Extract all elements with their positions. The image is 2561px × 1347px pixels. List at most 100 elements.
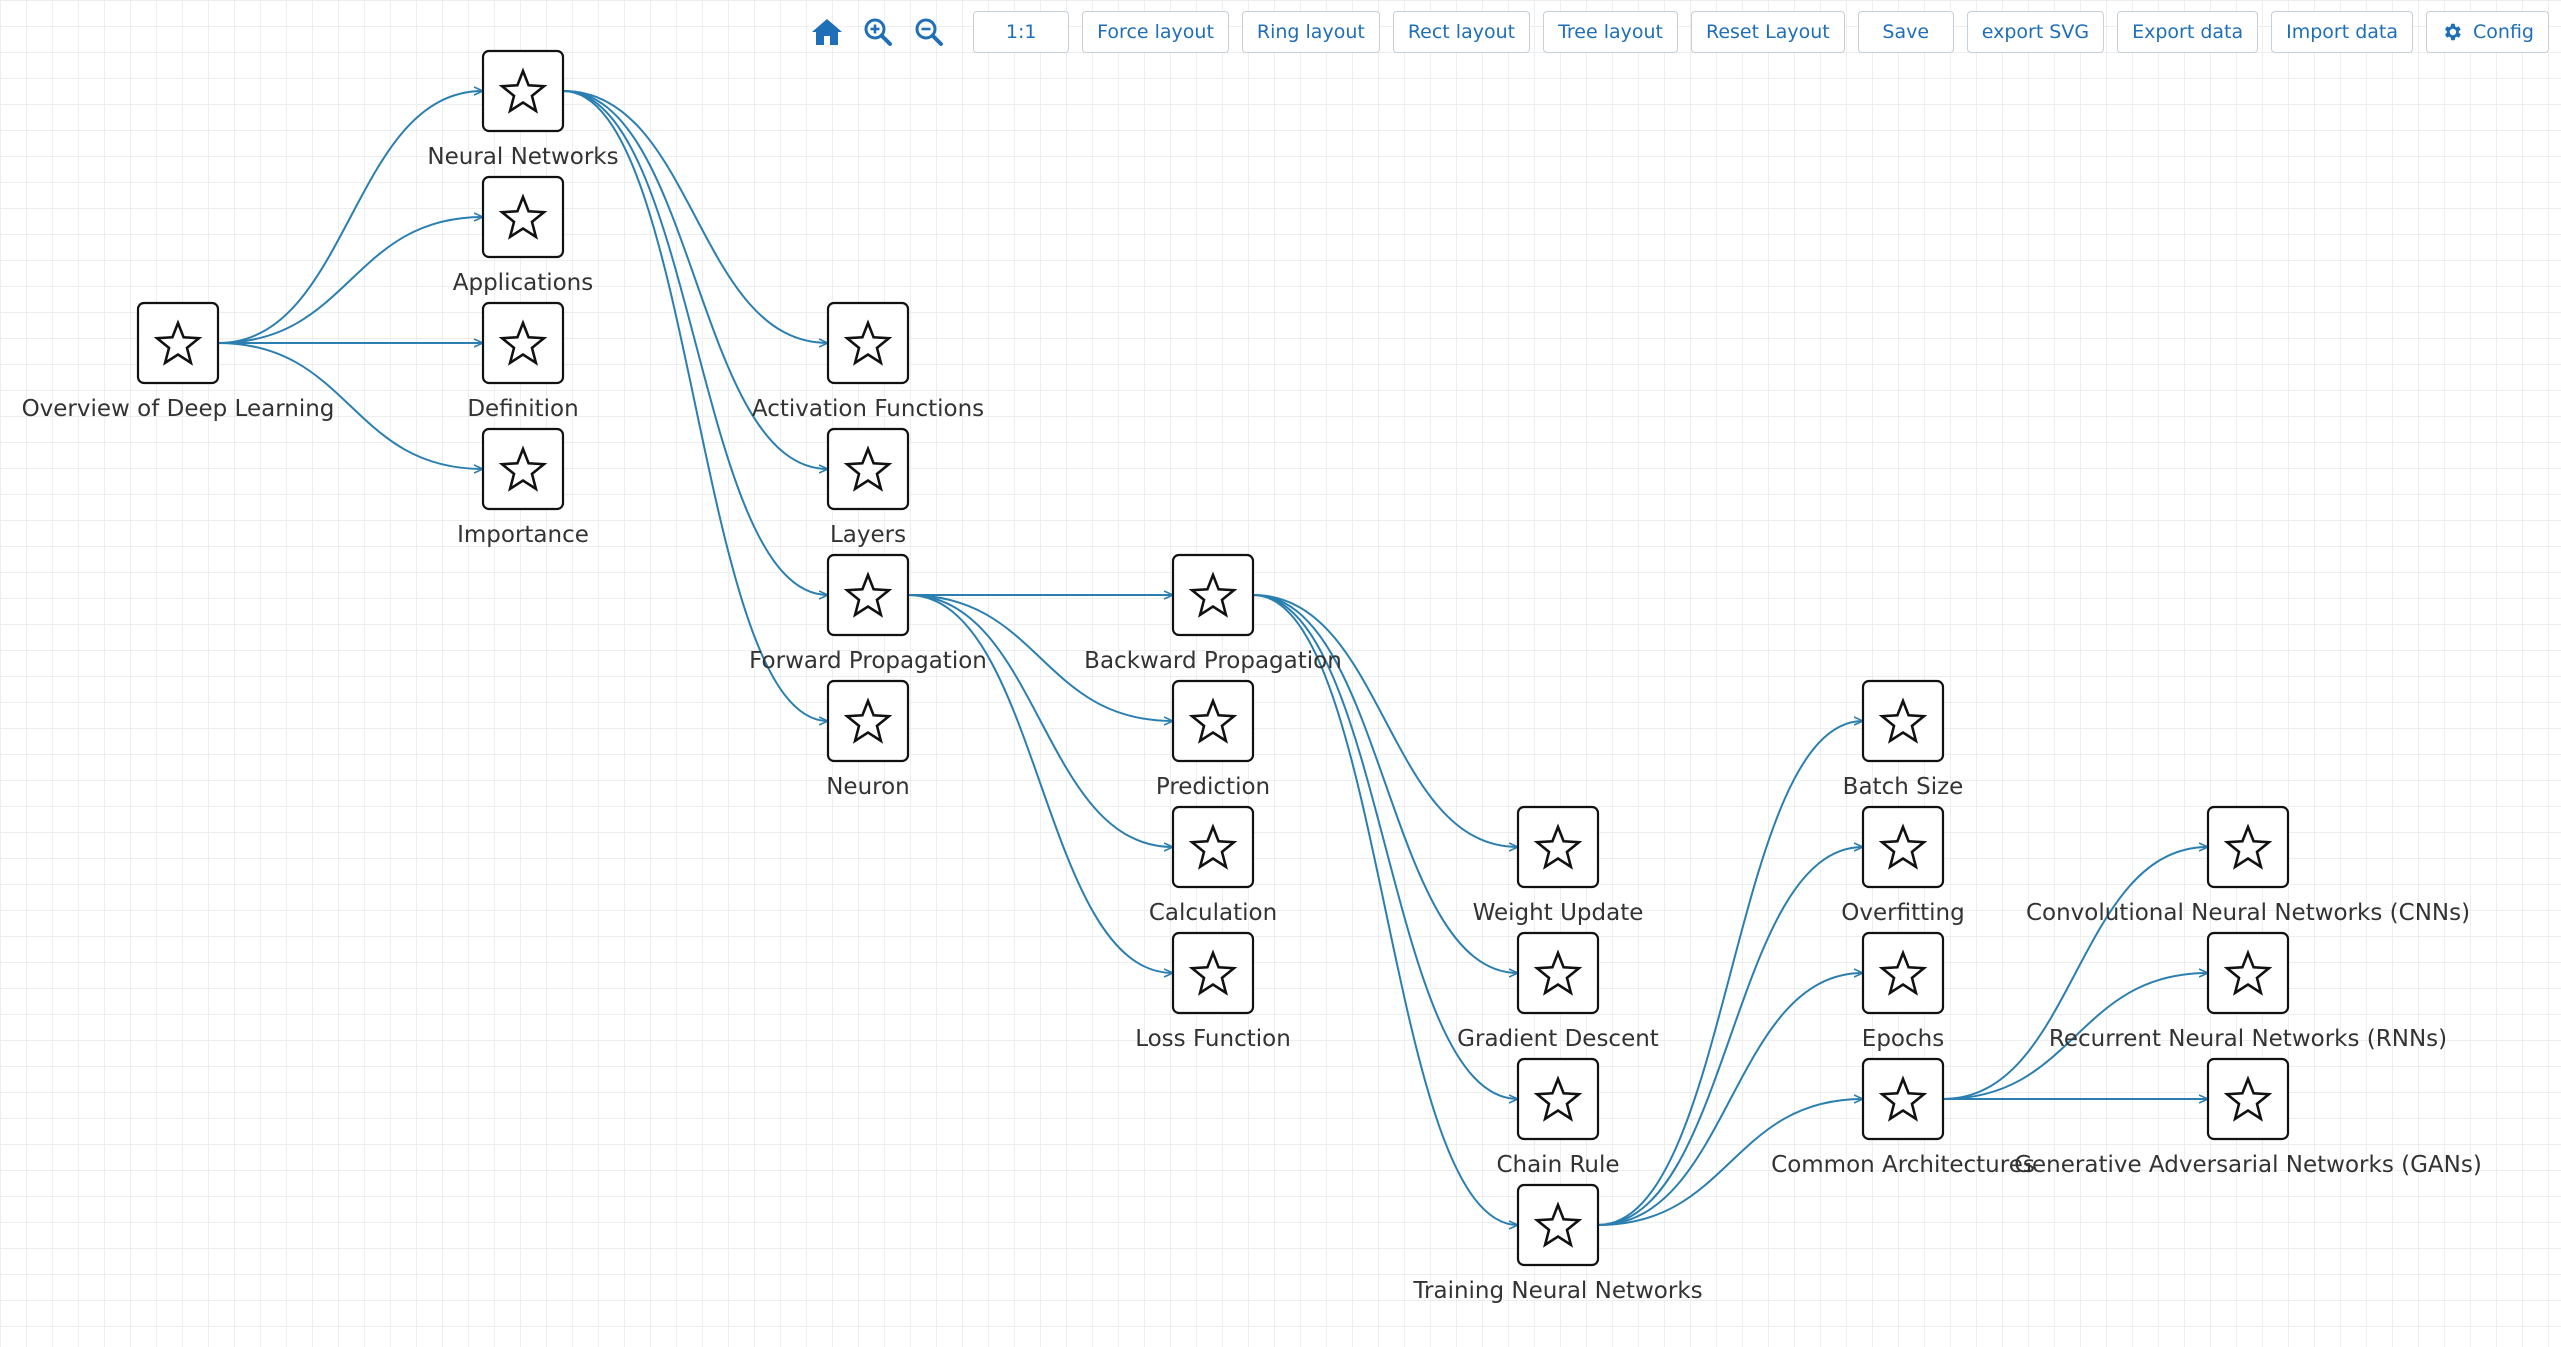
node-box[interactable] — [1171, 553, 1255, 637]
ring-layout-button[interactable]: Ring layout — [1241, 11, 1380, 53]
edge-overview-to-nn — [217, 91, 483, 344]
reset-layout-button[interactable]: Reset Layout — [1691, 11, 1845, 53]
star-icon — [1188, 571, 1238, 618]
config-button[interactable]: Config — [2426, 11, 2549, 53]
node-box[interactable] — [2206, 1057, 2290, 1141]
node-box[interactable] — [481, 427, 565, 511]
node-rnn[interactable]: Recurrent Neural Networks (RNNs) — [2049, 931, 2447, 1052]
node-label: Overfitting — [1841, 900, 1964, 926]
node-label: Gradient Descent — [1457, 1026, 1659, 1052]
star-icon — [498, 319, 548, 366]
star-icon — [1878, 697, 1928, 744]
node-layers[interactable]: Layers — [826, 427, 910, 548]
node-label: Calculation — [1149, 900, 1277, 926]
node-prediction[interactable]: Prediction — [1156, 679, 1270, 800]
node-box[interactable] — [1516, 1057, 1600, 1141]
node-backward[interactable]: Backward Propagation — [1084, 553, 1342, 674]
node-epochs[interactable]: Epochs — [1861, 931, 1945, 1052]
node-label: Generative Adversarial Networks (GANs) — [2014, 1152, 2482, 1178]
gear-icon — [2441, 21, 2463, 43]
node-box[interactable] — [826, 679, 910, 763]
edge-training-to-epochs — [1597, 973, 1863, 1226]
node-label: Training Neural Networks — [1412, 1278, 1702, 1304]
edge-backward-to-chain — [1252, 594, 1518, 1099]
node-chain[interactable]: Chain Rule — [1496, 1057, 1620, 1178]
edge-overview-to-applications — [217, 217, 483, 344]
star-icon — [1188, 697, 1238, 744]
node-loss[interactable]: Loss Function — [1135, 931, 1291, 1052]
node-box[interactable] — [2206, 805, 2290, 889]
node-box[interactable] — [481, 49, 565, 133]
save-button[interactable]: Save — [1857, 11, 1954, 53]
config-button-label: Config — [2473, 21, 2534, 43]
node-box[interactable] — [1516, 1183, 1600, 1267]
edge-forward-to-calculation — [907, 594, 1173, 847]
edge-backward-to-gradient — [1252, 594, 1518, 973]
zoom-reset-button[interactable]: 1:1 — [973, 11, 1070, 53]
node-box[interactable] — [1516, 931, 1600, 1015]
export-svg-button[interactable]: export SVG — [1966, 11, 2105, 53]
node-neuron[interactable]: Neuron — [826, 679, 910, 800]
node-box[interactable] — [481, 175, 565, 259]
tree-layout-button[interactable]: Tree layout — [1543, 11, 1678, 53]
node-box[interactable] — [826, 553, 910, 637]
toolbar: 1:1 Force layout Ring layout Rect layout… — [807, 11, 2549, 53]
node-forward[interactable]: Forward Propagation — [749, 553, 987, 674]
edge-training-to-overfitting — [1597, 847, 1863, 1226]
home-icon[interactable] — [807, 11, 847, 53]
node-overfitting[interactable]: Overfitting — [1841, 805, 1965, 926]
node-box[interactable] — [1171, 931, 1255, 1015]
edge-architectures-to-rnn — [1942, 973, 2208, 1100]
node-box[interactable] — [826, 427, 910, 511]
node-box[interactable] — [1861, 805, 1945, 889]
node-label: Common Architectures — [1771, 1152, 2035, 1178]
node-box[interactable] — [1861, 931, 1945, 1015]
node-activation[interactable]: Activation Functions — [752, 301, 984, 422]
node-box[interactable] — [1861, 679, 1945, 763]
node-box[interactable] — [2206, 931, 2290, 1015]
node-gradient[interactable]: Gradient Descent — [1457, 931, 1659, 1052]
node-box[interactable] — [136, 301, 220, 385]
zoom-out-icon[interactable] — [909, 11, 949, 53]
node-definition[interactable]: Definition — [467, 301, 579, 422]
node-batch[interactable]: Batch Size — [1843, 679, 1964, 800]
export-data-button[interactable]: Export data — [2117, 11, 2259, 53]
node-overview[interactable]: Overview of Deep Learning — [22, 301, 335, 422]
edge-nn-to-forward — [562, 90, 828, 595]
node-box[interactable] — [1861, 1057, 1945, 1141]
edges-layer — [217, 90, 2208, 1226]
node-box[interactable] — [826, 301, 910, 385]
star-icon — [1533, 1075, 1583, 1122]
node-architectures[interactable]: Common Architectures — [1771, 1057, 2035, 1178]
node-label: Definition — [467, 396, 578, 422]
star-icon — [1188, 823, 1238, 870]
node-cnn[interactable]: Convolutional Neural Networks (CNNs) — [2026, 805, 2470, 926]
edge-nn-to-layers — [562, 90, 828, 469]
node-box[interactable] — [1171, 805, 1255, 889]
node-box[interactable] — [1516, 805, 1600, 889]
node-label: Epochs — [1862, 1026, 1944, 1052]
node-calculation[interactable]: Calculation — [1149, 805, 1277, 926]
node-importance[interactable]: Importance — [457, 427, 589, 548]
star-icon — [843, 697, 893, 744]
star-icon — [1533, 1201, 1583, 1248]
rect-layout-button[interactable]: Rect layout — [1392, 11, 1531, 53]
force-layout-button[interactable]: Force layout — [1082, 11, 1229, 53]
node-weight[interactable]: Weight Update — [1473, 805, 1644, 926]
edge-nn-to-activation — [562, 90, 828, 343]
node-label: Neural Networks — [427, 144, 618, 170]
node-applications[interactable]: Applications — [453, 175, 594, 296]
node-nn[interactable]: Neural Networks — [427, 49, 619, 170]
node-label: Loss Function — [1135, 1026, 1291, 1052]
star-icon — [843, 319, 893, 366]
node-box[interactable] — [1171, 679, 1255, 763]
edge-backward-to-training — [1252, 594, 1518, 1225]
node-label: Activation Functions — [752, 396, 984, 422]
node-box[interactable] — [481, 301, 565, 385]
zoom-in-icon[interactable] — [858, 11, 898, 53]
node-training[interactable]: Training Neural Networks — [1412, 1183, 1703, 1304]
import-data-button[interactable]: Import data — [2271, 11, 2414, 53]
node-gan[interactable]: Generative Adversarial Networks (GANs) — [2014, 1057, 2482, 1178]
